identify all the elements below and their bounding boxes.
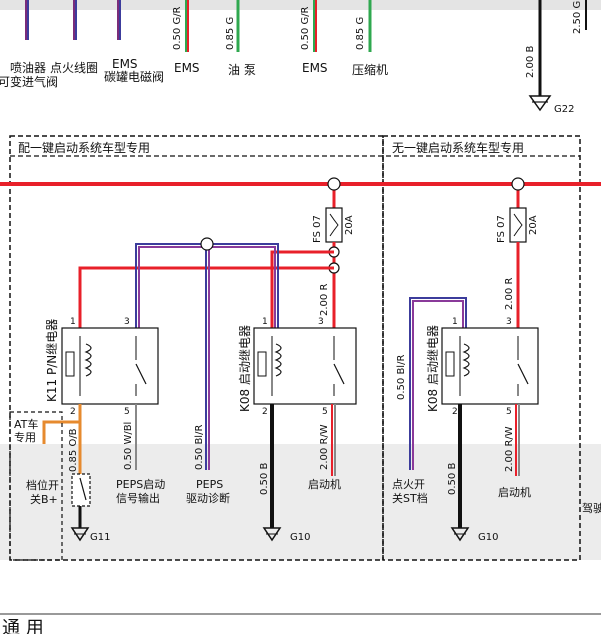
pin-label: 1: [70, 317, 76, 327]
relay-k08-right: 1 3 2 5 K08 启动继电器: [426, 317, 539, 417]
footer-text: 通 用: [2, 618, 44, 634]
top-label-ems1: EMS: [112, 57, 138, 71]
fuse-name: FS 07: [312, 215, 323, 243]
pin-label: 3: [506, 317, 512, 327]
relay-name: K08 启动继电器: [426, 325, 440, 412]
wire-label: 0.85 G: [355, 17, 366, 50]
pin-label: 2: [452, 407, 458, 417]
wire-label: 2.00 R/W: [319, 424, 330, 470]
label-ign-switch: 点火开: [392, 478, 425, 491]
section-left-box: [9, 135, 384, 561]
wire-label: 0.50 G/R: [300, 6, 311, 50]
wire-label: 0.85 O/B: [68, 428, 79, 472]
label-ign-switch: 关ST档: [392, 491, 428, 505]
wire-label: 0.50 G/R: [172, 6, 183, 50]
bottom-gray-band: [0, 444, 601, 560]
top-wires: [25, 0, 587, 96]
relay-name: K11 P/N继电器: [45, 319, 59, 402]
top-wire-labels: 0.50 G/R 0.85 G 0.50 G/R 0.85 G 2.00 B 2…: [172, 0, 583, 78]
ground-symbol-g11: G11: [70, 527, 110, 543]
top-label-ems3: EMS: [302, 61, 328, 75]
pin-label: 2: [70, 407, 76, 417]
top-label-vvt: 可变进气阀: [0, 74, 58, 89]
ground-symbol-g22: G22: [528, 95, 574, 115]
ground-symbol-g10-left: G10: [262, 527, 310, 543]
label-gear-switch: 关B+: [30, 492, 58, 506]
wire-label: 2.00 R: [504, 278, 515, 310]
at-car-label: 专用: [14, 430, 36, 444]
fuse-left: FS 07 20A: [312, 207, 355, 243]
top-label-coil: 点火线圈: [50, 61, 98, 75]
label-peps-out: PEPS启动: [116, 478, 165, 491]
top-label-compressor: 压缩机: [352, 62, 388, 77]
ground-label: G22: [554, 104, 574, 115]
top-label-fuelpump: 油 泵: [228, 63, 256, 77]
top-label-canister: 碳罐电磁阀: [104, 69, 164, 84]
pin-label: 5: [506, 407, 512, 417]
wire-label: 2.00 R/W: [504, 426, 515, 472]
wire-label: 0.50 B: [447, 463, 458, 495]
relay-name: K08 启动继电器: [238, 325, 252, 412]
label-peps-diag: 驱动诊断: [186, 491, 230, 505]
top-label-ems2: EMS: [174, 61, 200, 75]
pin-label: 3: [318, 317, 324, 327]
ground-label: G10: [478, 532, 498, 543]
ground-symbol-g10-right: G10: [450, 527, 498, 543]
label-peps-diag: PEPS: [196, 478, 223, 491]
pin-label: 1: [262, 317, 268, 327]
fuse-right: FS 07 20A: [496, 207, 539, 243]
ground-label: G10: [290, 532, 310, 543]
label-gear-switch: 档位开: [26, 478, 59, 492]
pin-label: 1: [452, 317, 458, 327]
wire-label: 2.00 R: [319, 284, 330, 316]
section-left-title: 配一键启动系统车型专用: [18, 140, 150, 155]
gear-switch: [71, 473, 91, 507]
peps-signal-loop: [135, 237, 279, 470]
fuse-rating: 20A: [528, 215, 539, 235]
at-car-box: [9, 411, 63, 561]
label-fragment: 驾驶: [582, 501, 601, 515]
wire-label: 0.50 B: [259, 463, 270, 495]
ground-label: G11: [90, 532, 110, 543]
pin-label: 3: [124, 317, 130, 327]
section-right-box: [382, 135, 581, 561]
at-car-label: AT车: [14, 417, 38, 431]
label-starter: 启动机: [308, 477, 341, 491]
ign-wire: [409, 297, 467, 470]
top-labels: 喷油器 可变进气阀 点火线圈 EMS 碳罐电磁阀 EMS 油 泵 EMS 压缩机: [0, 57, 388, 89]
wire-label: 0.85 G: [225, 17, 236, 50]
pin-label: 5: [322, 407, 328, 417]
fuse-rating: 20A: [344, 215, 355, 235]
wire-label: 0.50 W/Bl: [123, 422, 134, 470]
top-label-injector: 喷油器: [10, 61, 46, 75]
section-right-title: 无一键启动系统车型专用: [392, 140, 524, 155]
relay-k11: 1 3 2 5 K11 P/N继电器: [45, 317, 159, 417]
fuse-name: FS 07: [496, 215, 507, 243]
wire-label: 0.50 Bl/R: [396, 355, 407, 400]
pin-label: 2: [262, 407, 268, 417]
label-peps-out: 信号输出: [116, 491, 160, 505]
splice-dot: [327, 177, 341, 191]
pin-label: 5: [124, 407, 130, 417]
relay-k08-left: 1 3 2 5 K08 启动继电器: [238, 317, 357, 417]
wire-label: 2.00 B: [525, 46, 536, 78]
wire-label: 0.50 Bl/R: [194, 425, 205, 470]
top-gray-band: [0, 0, 601, 10]
label-starter: 启动机: [498, 485, 531, 499]
wire-label: 2.50 Gr: [572, 0, 583, 34]
